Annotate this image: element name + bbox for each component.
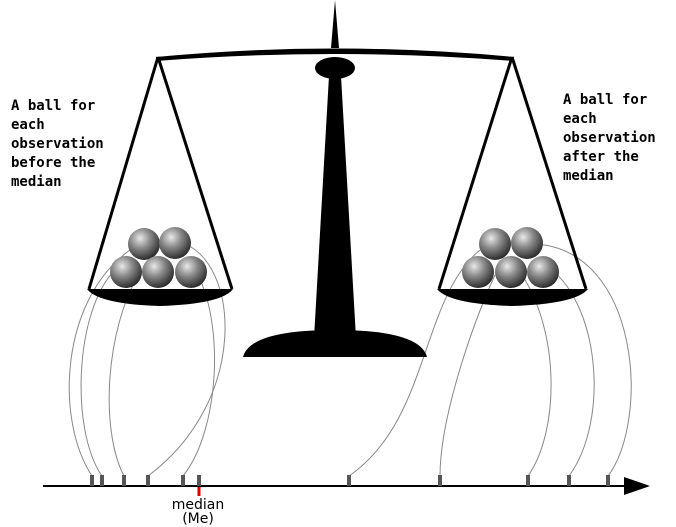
connector-line: [439, 274, 496, 477]
median-observation-tick: [197, 475, 201, 486]
observation-tick: [606, 475, 610, 486]
right-ball: [511, 227, 543, 259]
observation-tick: [122, 475, 126, 486]
right-pan: [437, 289, 588, 306]
left-pan: [87, 289, 233, 306]
observation-tick: [526, 475, 530, 486]
median-label: median: [171, 497, 225, 513]
number-line-arrowhead: [624, 477, 650, 495]
left-ball: [159, 227, 191, 259]
observation-tick: [100, 475, 104, 486]
connector-line: [348, 249, 481, 477]
observation-ticks: [90, 475, 610, 486]
connector-line: [68, 249, 131, 477]
balance-scale: [87, 0, 588, 357]
scale-column: [314, 76, 356, 338]
observation-tick: [181, 475, 185, 486]
caption-left: A ball for each observation before the m…: [11, 98, 104, 190]
left-pan-string: [87, 56, 160, 290]
connector-line: [147, 241, 226, 477]
connector-line: [534, 243, 632, 477]
connector-line: [80, 269, 116, 477]
observation-tick: [567, 475, 571, 486]
right-ball: [495, 256, 527, 288]
observation-tick: [438, 475, 442, 486]
caption-right: A ball for each observation after the me…: [563, 92, 656, 184]
left-ball: [110, 256, 142, 288]
left-ball: [142, 256, 174, 288]
right-pan-string: [437, 56, 514, 290]
right-ball: [479, 228, 511, 260]
scale-pivot: [315, 57, 355, 79]
median-abbreviation: (Me): [182, 511, 214, 527]
number-line: [43, 477, 650, 495]
right-pan-string: [510, 56, 588, 290]
left-pan-string: [156, 56, 234, 290]
right-ball: [462, 256, 494, 288]
scale-needle: [331, 0, 339, 48]
scale-base: [243, 330, 427, 357]
right-ball: [527, 256, 559, 288]
connector-line: [544, 264, 595, 477]
left-ball: [175, 256, 207, 288]
left-ball: [128, 228, 160, 260]
scale-beam: [156, 48, 514, 61]
observation-tick: [347, 475, 351, 486]
left-pan-balls: [110, 227, 207, 288]
right-pan-balls: [462, 227, 559, 288]
observation-tick: [90, 475, 94, 486]
observation-tick: [146, 475, 150, 486]
